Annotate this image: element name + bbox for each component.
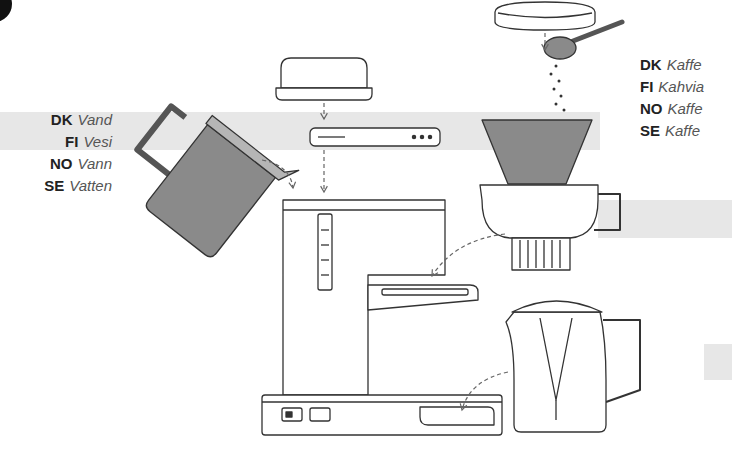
machine-base [262, 395, 502, 435]
ingredient-word: Kaffe [668, 100, 703, 117]
gauge-tick [321, 244, 329, 245]
ground [555, 103, 558, 106]
tank-lid [281, 58, 367, 88]
holder-handle [594, 194, 620, 230]
ingredient-word: Kaffe [665, 122, 700, 139]
tank-rim [283, 209, 445, 210]
label-row: DK Kaffe [640, 56, 702, 74]
carafe-funnel [540, 318, 572, 400]
hotplate-button [310, 408, 330, 421]
jug-body [144, 125, 276, 260]
ground [563, 109, 566, 112]
jug-rim [206, 108, 299, 187]
guide-arrow [432, 234, 505, 276]
shower-dot [428, 135, 431, 138]
step-badge [0, 0, 12, 22]
guide-arrow [262, 160, 293, 188]
language-code: NO [640, 100, 663, 117]
ingredient-word: Vatten [69, 177, 112, 194]
carafe-handle [603, 320, 640, 402]
coffee-maker [262, 58, 502, 435]
language-code: FI [65, 133, 78, 150]
ground [558, 80, 561, 83]
holder-base [512, 238, 570, 270]
ingredient-word: Vann [78, 155, 112, 172]
label-row: NO Kaffe [640, 100, 703, 118]
guide-arrows [262, 33, 545, 410]
language-code: DK [51, 111, 73, 128]
carafe-lid [512, 301, 602, 312]
gauge-tick [321, 229, 329, 230]
language-code: NO [50, 155, 73, 172]
filter-lid-edge [498, 13, 592, 18]
grey-band [598, 200, 732, 238]
power-button [282, 408, 302, 421]
label-row: NO Vann [50, 155, 112, 173]
carafe-tube [555, 400, 556, 420]
guide-arrow [323, 150, 324, 192]
label-row: FI Kahvia [640, 78, 704, 96]
button-mark [286, 412, 292, 417]
label-row: DK Vand [51, 111, 112, 129]
language-code: DK [640, 56, 662, 73]
filter-lid [495, 2, 595, 30]
water-jug [112, 84, 299, 268]
shower-head [310, 128, 440, 146]
hotplate [420, 407, 494, 425]
grey-band [704, 344, 732, 380]
guide-arrow [544, 33, 545, 50]
brew-parts [480, 2, 640, 432]
coffee-grounds [550, 65, 566, 112]
gauge-tick [321, 274, 329, 275]
language-code: FI [640, 78, 653, 95]
carafe-body [506, 312, 606, 432]
ground [555, 65, 558, 68]
ingredient-word: Kaffe [667, 56, 702, 73]
gauge-tick [321, 259, 329, 260]
base-edge [262, 401, 502, 402]
language-code: SE [640, 122, 660, 139]
language-code: SE [44, 177, 64, 194]
water-gauge [318, 214, 332, 290]
tank-lid-flange [276, 88, 372, 100]
guide-arrow [323, 103, 324, 119]
shower-head-line [318, 136, 345, 137]
shower-dot [412, 135, 415, 138]
scoop [544, 37, 576, 59]
label-row: SE Kaffe [640, 122, 700, 140]
guide-arrow [462, 372, 508, 410]
label-row: FI Vesi [65, 133, 112, 151]
ingredient-word: Vesi [83, 133, 112, 150]
ground [550, 73, 553, 76]
ingredient-word: Kahvia [658, 78, 704, 95]
filter-arm [368, 285, 478, 310]
label-row: SE Vatten [44, 177, 112, 195]
scoop-handle [573, 22, 622, 41]
ingredient-word: Vand [78, 111, 112, 128]
filter-holder [480, 185, 598, 238]
holder-ribs [520, 240, 560, 268]
ground [560, 95, 563, 98]
filter-cone [482, 120, 592, 184]
ground [553, 88, 556, 91]
shower-dot [420, 135, 423, 138]
arm-slot [382, 289, 468, 295]
